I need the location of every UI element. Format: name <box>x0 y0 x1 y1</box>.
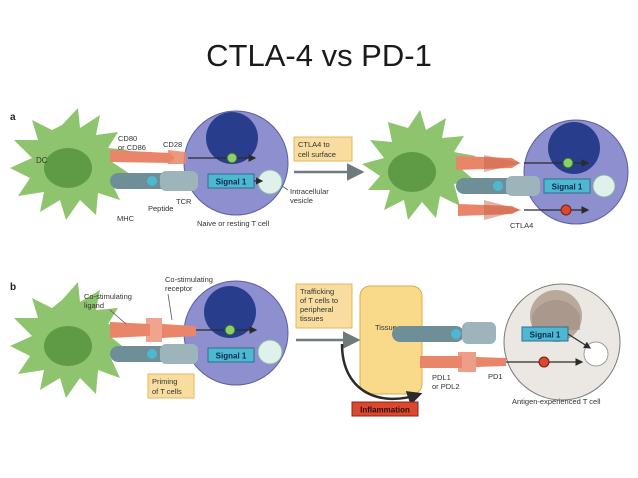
dendritic-cell-a-right <box>362 110 476 220</box>
vesicle-label-line1: Intracellular <box>290 187 329 196</box>
signal-1-label-a: Signal 1 <box>216 178 247 187</box>
cd80-label: CD80 <box>118 134 137 143</box>
signal-1-box-b <box>207 347 255 363</box>
costim-ligand-receptor-pair <box>110 318 258 342</box>
trafficking-line3: peripheral <box>300 305 334 314</box>
trafficking-callout-box <box>295 283 353 329</box>
ctla4-binding-bottom <box>458 200 590 220</box>
vesicle-label-line2: vesicle <box>290 196 313 205</box>
peptide-label: Peptide <box>148 204 173 213</box>
signal-1-label-b: Signal 1 <box>216 352 247 361</box>
antigen-experienced-label: Antigen-experienced T cell <box>512 397 601 406</box>
priming-line1: Priming <box>152 377 177 386</box>
trafficking-line4: tissues <box>300 314 324 323</box>
inflammation-label: Inflammation <box>360 406 410 415</box>
dendritic-cell-b <box>10 282 130 398</box>
dc-label: DC <box>36 156 48 165</box>
ctla4-label: CTLA4 <box>510 221 533 230</box>
panel-a-letter: a <box>10 112 16 123</box>
inflammation-box <box>351 401 419 417</box>
pd1-label: PD1 <box>488 372 503 381</box>
costim-ligand-line1: Co-stimulating <box>84 292 132 301</box>
costim-ligand-line2: ligand <box>84 301 104 310</box>
dendritic-cell-a-left <box>10 108 130 220</box>
tcr-label: TCR <box>176 197 192 206</box>
mhc-tcr-pair <box>110 171 198 191</box>
signal-1-label-b-right: Signal 1 <box>530 331 561 340</box>
tissue-label: Tissue <box>375 323 397 332</box>
slide-title: CTLA-4 vs PD-1 <box>206 38 432 73</box>
naive-t-cell-label: Naive or resting T cell <box>197 219 270 228</box>
pdl1-pd1-pair <box>420 352 584 372</box>
ctla4-callout-line2: cell surface <box>298 150 336 159</box>
trafficking-line1: Trafficking <box>300 287 334 296</box>
costim-receptor-line2: receptor <box>165 284 193 293</box>
mhc-tcr-pair-tissue <box>392 322 496 344</box>
primed-t-cell-b <box>183 280 289 386</box>
panel-b-letter: b <box>10 282 16 293</box>
signal-1-label-a-right: Signal 1 <box>552 183 583 192</box>
priming-callout-box <box>147 373 195 399</box>
activated-t-cell-a <box>523 119 629 225</box>
mhc-tcr-pair-b <box>110 344 198 364</box>
pdl-label-line1: PDL1 <box>432 373 451 382</box>
inflammation-curve <box>340 343 423 406</box>
ctla4-binding-top <box>456 155 590 172</box>
cd86-label: or CD86 <box>118 143 146 152</box>
antigen-experienced-t-cell <box>503 283 621 401</box>
ctla4-callout-box <box>293 136 353 162</box>
priming-line2: of T cells <box>152 387 182 396</box>
ctla4-callout-line1: CTLA4 to <box>298 140 330 149</box>
naive-t-cell-a <box>183 110 289 216</box>
mhc-label: MHC <box>117 214 135 223</box>
cd28-label: CD28 <box>163 140 182 149</box>
cd80-cd28-pair <box>110 150 257 164</box>
pdl-label-line2: or PDL2 <box>432 382 460 391</box>
costim-receptor-line1: Co-stimulating <box>165 275 213 284</box>
trafficking-line2: of T cells to <box>300 296 338 305</box>
signal-1-box-a-right <box>543 178 591 194</box>
mhc-tcr-pair-right <box>456 176 540 196</box>
